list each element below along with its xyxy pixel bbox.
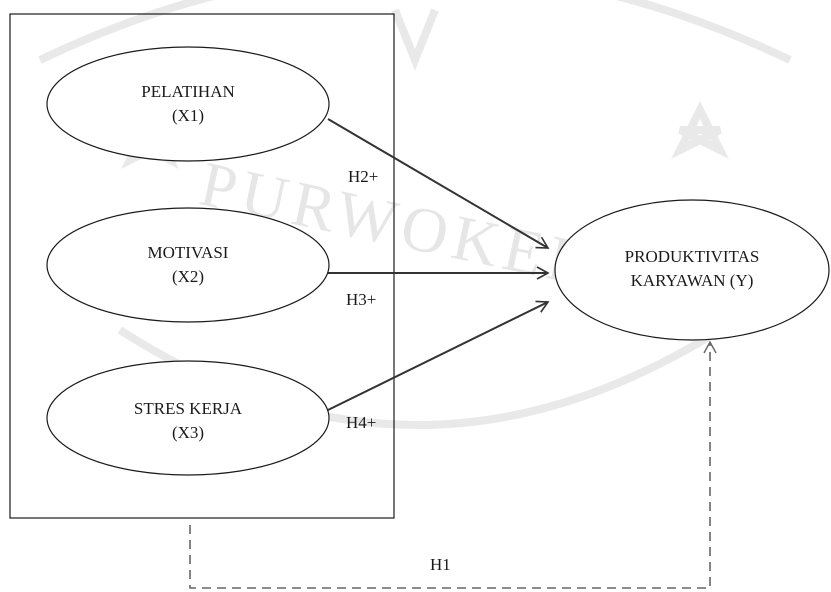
node-produktivitas-title: PRODUKTIVITAS (625, 247, 760, 266)
hypothesis-label-h3: H3+ (346, 290, 376, 309)
hypothesis-label-h1: H1 (430, 555, 451, 574)
node-produktivitas-karyawan: PRODUKTIVITAS KARYAWAN (Y) (554, 199, 830, 341)
node-motivasi: MOTIVASI (X2) (46, 207, 330, 323)
hypothesis-label-h4: H4+ (346, 413, 376, 432)
arrow-h1-dashed (189, 340, 717, 589)
node-motivasi-title: MOTIVASI (148, 243, 229, 262)
arrow-h2 (327, 118, 550, 249)
node-pelatihan-title: PELATIHAN (141, 82, 235, 101)
node-pelatihan: PELATIHAN (X1) (46, 46, 330, 162)
node-stres-kerja-code: (X3) (172, 423, 204, 442)
node-pelatihan-code: (X1) (172, 106, 204, 125)
hypothesis-label-h2: H2+ (348, 167, 378, 186)
node-stres-kerja-title: STRES KERJA (134, 399, 243, 418)
node-stres-kerja: STRES KERJA (X3) (46, 360, 330, 476)
arrow-h4 (327, 300, 550, 411)
node-motivasi-code: (X2) (172, 267, 204, 286)
node-produktivitas-subtitle: KARYAWAN (Y) (631, 271, 754, 290)
independent-variables-box (9, 13, 395, 519)
